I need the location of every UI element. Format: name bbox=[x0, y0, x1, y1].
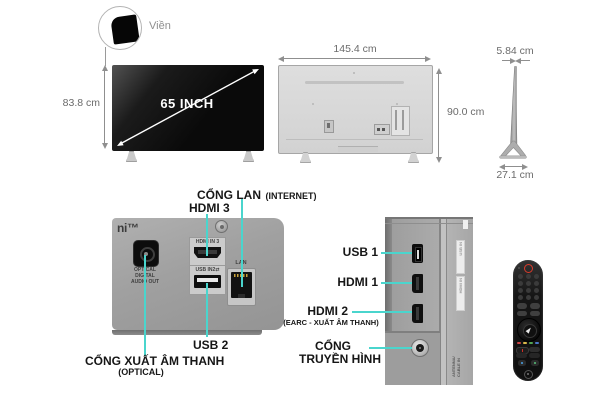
tv-back-connector-box bbox=[374, 124, 390, 135]
tv-back-screw-2 bbox=[312, 103, 314, 105]
label-usb2: USB 2 bbox=[193, 338, 229, 352]
hdmi1-port bbox=[412, 274, 423, 293]
leader-usb1 bbox=[381, 252, 412, 254]
leader-hdmi2 bbox=[352, 311, 412, 313]
tv-back-recess bbox=[338, 146, 378, 152]
rear-panel-screw bbox=[215, 220, 228, 233]
rear-panel-logo: ni™ bbox=[117, 221, 139, 235]
leader-hdmi1 bbox=[381, 282, 412, 284]
scroll-wheel bbox=[517, 318, 541, 342]
mic-dot bbox=[518, 267, 520, 269]
bezel-callout-line bbox=[105, 47, 106, 66]
label-antenna: CỔNG TRUYỀN HÌNH bbox=[299, 339, 382, 366]
label-optical-out-sub: (OPTICAL) bbox=[118, 367, 164, 377]
strip-hdmi: HDMI IN bbox=[456, 276, 465, 311]
tv-back-vent bbox=[305, 81, 404, 84]
strip-usb: USB IN bbox=[456, 240, 465, 274]
side-base-label: 27.1 cm bbox=[496, 169, 534, 181]
tv-back-screw-1 bbox=[353, 72, 355, 74]
optical-port bbox=[133, 240, 159, 267]
lg-logo bbox=[524, 370, 533, 379]
power-button-icon bbox=[524, 264, 533, 273]
side-base-dim-line bbox=[503, 166, 523, 167]
bezel-callout-circle bbox=[98, 6, 142, 50]
leader-lan bbox=[241, 199, 243, 287]
label-optical-out: CỔNG XUẤT ÂM THANH bbox=[85, 354, 225, 368]
usb-arrow-icon: ⇄ bbox=[215, 266, 220, 273]
bezel-corner-icon bbox=[110, 14, 140, 45]
side-depth-label: 5.84 cm bbox=[496, 45, 534, 57]
rear-port-panel-bottom-edge bbox=[112, 330, 262, 335]
tv-front-foot-left bbox=[126, 151, 137, 162]
usb1-port bbox=[412, 244, 423, 263]
label-cong-lan: CỔNG LAN (INTERNET) bbox=[197, 188, 317, 202]
usb2-plate-label: USB IN2⇄ bbox=[195, 266, 220, 273]
side-port-panel: USB IN HDMI IN ANTENNA/ CABLE IN bbox=[385, 217, 473, 385]
usb2-port bbox=[194, 275, 221, 288]
hdmi2-port bbox=[412, 304, 423, 323]
label-hdmi2-sub: (EARC - XUẤT ÂM THANH) bbox=[283, 318, 379, 327]
tv-back-screw-3 bbox=[396, 103, 398, 105]
back-height-dim-line bbox=[438, 70, 439, 159]
remote-control bbox=[513, 260, 543, 381]
back-width-label: 145.4 cm bbox=[333, 43, 377, 55]
leader-hdmi3 bbox=[206, 214, 208, 256]
front-height-label: 83.8 cm bbox=[62, 97, 100, 109]
tv-front-foot-right bbox=[243, 151, 254, 162]
antenna-engraving: ANTENNA/ CABLE IN bbox=[451, 356, 461, 377]
leader-optical bbox=[144, 255, 146, 356]
label-hdmi2: HDMI 2 bbox=[307, 304, 348, 318]
usb2-port-plate: USB IN2⇄ bbox=[189, 265, 226, 295]
label-hdmi1: HDMI 1 bbox=[337, 275, 378, 289]
back-height-label: 90.0 cm bbox=[447, 106, 485, 118]
leader-usb2 bbox=[206, 283, 208, 337]
label-usb1: USB 1 bbox=[342, 245, 378, 259]
tv-back-port-box-left bbox=[324, 120, 334, 133]
label-hdmi3: HDMI 3 bbox=[189, 201, 230, 215]
bezel-label: Viền bbox=[149, 20, 171, 32]
leader-antenna bbox=[369, 347, 412, 349]
tv-back-bracket bbox=[391, 106, 410, 136]
antenna-port bbox=[411, 339, 429, 357]
tv-back-bottom-line bbox=[286, 139, 423, 140]
front-height-dim-line bbox=[104, 67, 105, 147]
back-width-dim-line bbox=[280, 58, 429, 59]
panel-tag bbox=[463, 220, 468, 229]
front-diagonal-size-label: 65 INCH bbox=[160, 96, 214, 111]
lan-port bbox=[227, 268, 256, 306]
